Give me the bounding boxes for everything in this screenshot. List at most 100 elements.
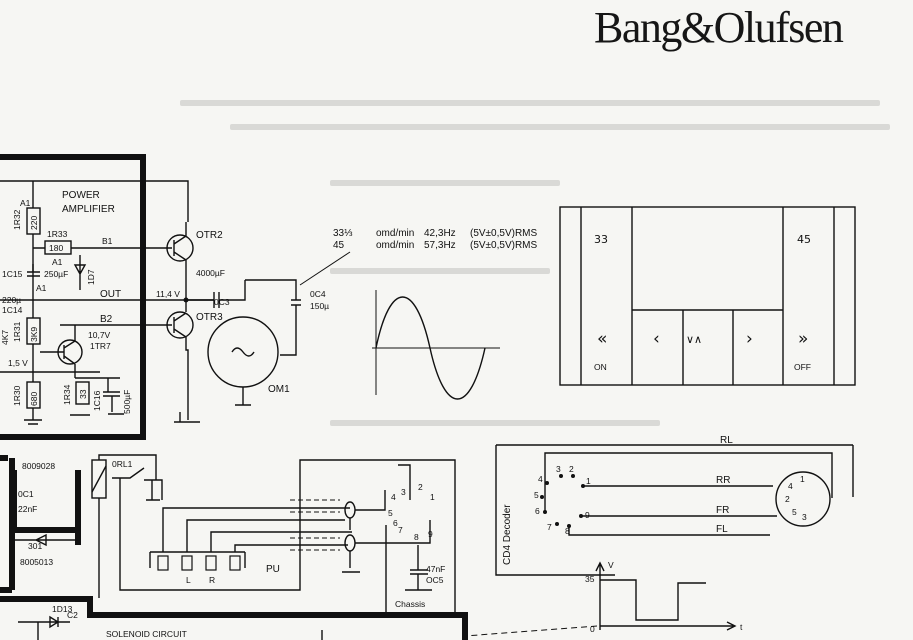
power-amplifier-border [0,154,146,440]
switch-pin-5: 5 [388,508,393,518]
line-fr: FR [716,505,729,516]
power-amplifier-title-1: POWER [62,190,100,201]
decoder-pin-5: 5 [534,490,539,500]
a1-r33-label: A1 [52,257,63,267]
pin-dot [571,474,575,478]
shield-cable-1 [344,501,356,519]
c15-label: 1C15 [2,269,23,279]
ghost-text-line [330,268,550,274]
pu-pin [205,555,217,571]
r32-label: 1R32 [12,209,22,230]
switch-pin-1: 1 [430,492,435,502]
otr3-leads [173,312,189,420]
down-up-icon[interactable]: ∨∧ [686,333,702,346]
sine-wave [375,296,486,400]
ghost-text-line [330,420,660,426]
r34-value: 33 [78,389,88,399]
din-socket [775,471,831,527]
panel-45-label: 45 [797,233,811,246]
panel-dividers [580,207,835,385]
diode-d7 [73,255,87,290]
power-amplifier-title-2: AMPLIFIER [62,204,115,215]
c5-value: 47nF [426,564,445,574]
dashed-shield [290,499,340,551]
c4-value: 150µ [310,301,329,311]
switch-pin-7: 7 [398,525,403,535]
decoder-frame [495,444,853,576]
decoder-pin-2: 2 [569,464,574,474]
speed-row-2-speed: 45 [333,240,345,251]
ghost-text-line [230,124,890,130]
c3-symbol [186,280,246,308]
fast-forward-icon[interactable]: » [798,329,808,349]
line-rl: RL [720,435,733,446]
cd4-decoder: CD4 Decoder 4 3 2 1 5 6 7 8 9 RL RR FR F… [495,435,854,576]
out-label: OUT [100,289,121,300]
c16-label: 1C16 [92,390,102,411]
panel-on-label[interactable]: ON [594,362,607,372]
c5-label: OC5 [426,575,444,585]
panel-33-label: 33 [594,233,608,246]
otr2-label: OTR2 [196,230,223,241]
pin-dot [545,481,549,485]
socket-pin-1: 1 [800,474,805,484]
step-back-icon[interactable]: ‹ [653,329,660,349]
decoder-pin-7: 7 [547,522,552,532]
r34-label: 1R34 [62,384,72,405]
top-wire [0,180,189,222]
pu-label: PU [266,564,280,575]
r31-label: 1R31 [12,321,22,342]
speed-row-1-volt: (5V±0,5V)RMS [470,228,538,239]
transistor-otr3 [166,311,194,339]
socket-pin-4: 4 [788,481,793,491]
switch-pin-9: 9 [428,529,433,539]
speed-row-1-speed: 33⅓ [333,228,353,239]
c16-symbol [103,378,120,412]
resistor-r31 [26,317,41,345]
speed-row-1-unit: omd/min [376,228,414,239]
a1-c15-label: A1 [36,283,47,293]
out-ground [174,412,200,423]
resistor-r33 [44,240,72,255]
relay-contact [112,467,163,501]
pin-dot [555,522,559,526]
c5-symbol [405,545,432,591]
decoder-title: CD4 Decoder [502,504,513,565]
speed-row-2-freq: 57,3Hz [424,240,456,251]
v114-label: 11,4 V [156,289,180,299]
control-panel-frame [559,206,856,386]
c15-value: 250µF [44,269,68,279]
ground-symbols [24,413,124,425]
r33-label: 1R33 [47,229,68,239]
step-forward-icon[interactable]: › [746,329,753,349]
part-8009028: 8009028 [22,461,55,471]
solenoid-wires [37,622,323,640]
speed-row-1-freq: 42,3Hz [424,228,456,239]
timing-graph: V 35 0 t [464,560,743,637]
decoder-pin-1: 1 [586,476,591,486]
pu-pin [157,555,169,571]
pu-pin-l: L [186,575,191,585]
control-panel: 33 45 « ‹ ∨∧ › » ON OFF [559,206,856,386]
pu-pin [181,555,193,571]
c4-wire [245,279,301,356]
speed-row-2-unit: omd/min [376,240,414,251]
c14-label: 1C14 [2,305,23,315]
diode-d13 [18,615,70,629]
dashed-leader [464,625,598,637]
pu-leads [162,507,352,552]
c16-value: 500µF [122,390,132,414]
switch-pin-6: 6 [393,518,398,528]
r30-value: 680 [29,392,39,406]
resistor-r32 [26,207,41,235]
c1-value: 22nF [18,504,37,514]
otr3-label: OTR3 [196,312,223,323]
brand-logo: Bang&Olufsen [594,3,844,52]
c3-label: 0C3 [214,297,230,307]
ghost-text-line [330,180,560,186]
rewind-icon[interactable]: « [597,329,607,349]
tr7-leads [40,325,76,378]
speed-row-2-volt: (5V±0,5V)RMS [470,240,538,251]
chassis-label: Chassis [395,599,425,609]
panel-off-label[interactable]: OFF [794,362,811,372]
